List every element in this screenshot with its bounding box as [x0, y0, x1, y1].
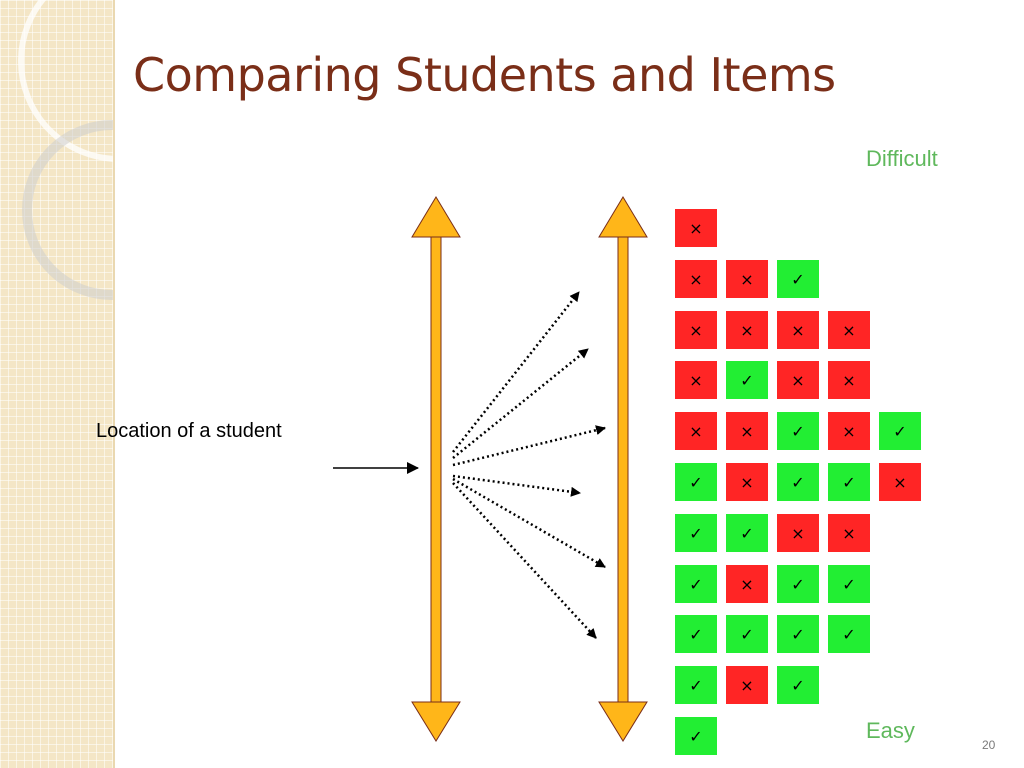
- correct-response-cell: ✓: [879, 412, 921, 450]
- check-icon: ✓: [791, 472, 805, 492]
- check-icon: ✓: [689, 472, 703, 492]
- correct-response-cell: ✓: [726, 361, 768, 399]
- correct-response-cell: ✓: [828, 463, 870, 501]
- correct-response-cell: ✓: [777, 463, 819, 501]
- incorrect-response-cell: ×: [777, 514, 819, 552]
- correct-response-cell: ✓: [777, 666, 819, 704]
- check-icon: ✓: [740, 523, 754, 543]
- incorrect-response-cell: ×: [675, 209, 717, 247]
- cross-icon: ×: [740, 320, 754, 340]
- item-scale: [598, 196, 648, 742]
- check-icon: ✓: [893, 421, 907, 441]
- easy-label: Easy: [866, 718, 915, 743]
- page-number: 20: [982, 738, 996, 752]
- student-scale-up-arrow-icon: [411, 196, 461, 238]
- item-scale-down-arrow-icon: [598, 701, 648, 742]
- cross-icon: ×: [791, 370, 805, 390]
- comparison-arrow: [452, 474, 581, 497]
- incorrect-response-cell: ×: [675, 260, 717, 298]
- check-icon: ✓: [689, 574, 703, 594]
- check-icon: ✓: [842, 624, 856, 644]
- incorrect-response-cell: ×: [828, 311, 870, 349]
- cross-icon: ×: [893, 472, 907, 492]
- decorative-sidebar: [0, 0, 115, 768]
- cross-icon: ×: [842, 421, 856, 441]
- check-icon: ✓: [791, 675, 805, 695]
- student-scale-bar: [430, 235, 442, 703]
- correct-response-cell: ✓: [828, 615, 870, 653]
- cross-icon: ×: [842, 320, 856, 340]
- item-scale-up-arrow-icon: [598, 196, 648, 238]
- incorrect-response-cell: ×: [777, 311, 819, 349]
- difficult-label: Difficult: [866, 146, 938, 171]
- cross-icon: ×: [740, 421, 754, 441]
- cross-icon: ×: [740, 472, 754, 492]
- correct-response-cell: ✓: [777, 412, 819, 450]
- check-icon: ✓: [689, 523, 703, 543]
- cross-icon: ×: [842, 370, 856, 390]
- student-scale: [411, 196, 461, 742]
- cross-icon: ×: [791, 320, 805, 340]
- comparison-arrow: [452, 348, 589, 459]
- check-icon: ✓: [791, 574, 805, 594]
- incorrect-response-cell: ×: [726, 565, 768, 603]
- cross-icon: ×: [740, 574, 754, 594]
- cross-icon: ×: [740, 675, 754, 695]
- cross-icon: ×: [689, 320, 703, 340]
- check-icon: ✓: [842, 574, 856, 594]
- correct-response-cell: ✓: [726, 514, 768, 552]
- incorrect-response-cell: ×: [726, 666, 768, 704]
- correct-response-cell: ✓: [675, 717, 717, 755]
- correct-response-cell: ✓: [675, 514, 717, 552]
- cross-icon: ×: [740, 269, 754, 289]
- incorrect-response-cell: ×: [675, 412, 717, 450]
- comparison-arrow: [452, 482, 597, 639]
- comparison-arrows: [452, 291, 606, 639]
- cross-icon: ×: [842, 523, 856, 543]
- check-icon: ✓: [791, 269, 805, 289]
- correct-response-cell: ✓: [675, 666, 717, 704]
- correct-response-cell: ✓: [828, 565, 870, 603]
- incorrect-response-cell: ×: [879, 463, 921, 501]
- check-icon: ✓: [791, 421, 805, 441]
- check-icon: ✓: [689, 624, 703, 644]
- correct-response-cell: ✓: [777, 565, 819, 603]
- check-icon: ✓: [740, 370, 754, 390]
- check-icon: ✓: [740, 624, 754, 644]
- student-location-label: Location of a student: [96, 420, 282, 442]
- incorrect-response-cell: ×: [675, 311, 717, 349]
- cross-icon: ×: [689, 421, 703, 441]
- correct-response-cell: ✓: [726, 615, 768, 653]
- incorrect-response-cell: ×: [726, 463, 768, 501]
- correct-response-cell: ✓: [777, 615, 819, 653]
- correct-response-cell: ✓: [675, 565, 717, 603]
- incorrect-response-cell: ×: [828, 412, 870, 450]
- cross-icon: ×: [689, 218, 703, 238]
- incorrect-response-cell: ×: [726, 311, 768, 349]
- incorrect-response-cell: ×: [726, 260, 768, 298]
- correct-response-cell: ✓: [675, 463, 717, 501]
- comparison-arrow: [452, 425, 606, 467]
- item-scale-bar: [617, 235, 629, 703]
- cross-icon: ×: [689, 269, 703, 289]
- comparison-arrow: [452, 291, 580, 453]
- correct-response-cell: ✓: [675, 615, 717, 653]
- check-icon: ✓: [689, 675, 703, 695]
- incorrect-response-cell: ×: [828, 361, 870, 399]
- correct-response-cell: ✓: [777, 260, 819, 298]
- check-icon: ✓: [689, 726, 703, 746]
- incorrect-response-cell: ×: [675, 361, 717, 399]
- cross-icon: ×: [689, 370, 703, 390]
- incorrect-response-cell: ×: [828, 514, 870, 552]
- comparison-arrow: [452, 477, 606, 569]
- incorrect-response-cell: ×: [726, 412, 768, 450]
- check-icon: ✓: [842, 472, 856, 492]
- incorrect-response-cell: ×: [777, 361, 819, 399]
- slide-title: Comparing Students and Items: [133, 48, 836, 102]
- check-icon: ✓: [791, 624, 805, 644]
- student-scale-down-arrow-icon: [411, 701, 461, 742]
- cross-icon: ×: [791, 523, 805, 543]
